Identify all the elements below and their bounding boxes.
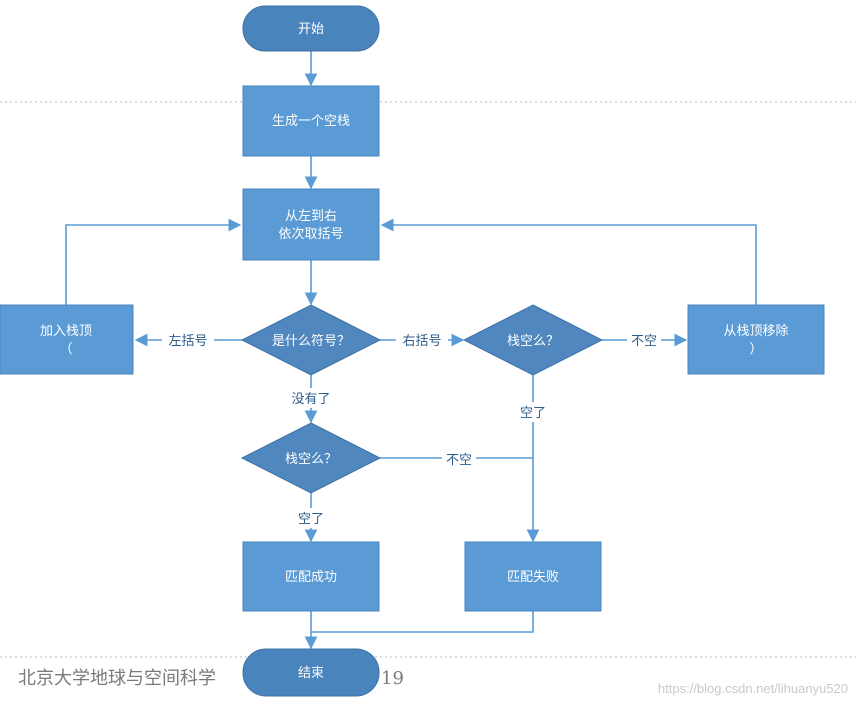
node-start-label: 开始 [298,22,324,37]
decision-stack-empty-bottom: 栈空么？ [240,422,382,494]
edge-pop-read [380,218,757,305]
label-not-empty-bottom: 不空 [446,453,472,468]
node-read-line1: 从左到右 [285,209,337,224]
node-push-line2: （ [59,342,72,357]
decision-what-symbol-label: 是什么符号？ [272,333,350,349]
label-empty-bottom: 空了 [298,512,324,527]
decision-what-symbol: 是什么符号？ [240,304,382,376]
node-push-line1: 加入栈顶 [40,324,92,339]
edge-push-read [65,218,242,305]
node-match-success-label: 匹配成功 [285,570,337,585]
node-create-stack-label: 生成一个空栈 [272,114,350,129]
node-pop: 从栈顶移除 ） [687,304,825,375]
label-left-bracket: 左括号 [168,334,207,349]
node-read-brackets: 从左到右 依次取括号 [242,188,380,261]
node-end: 结束 [242,648,380,697]
label-none-left: 没有了 [291,392,330,407]
edge-fail-end [311,611,534,633]
node-start: 开始 [242,5,380,52]
footer-page-number: 19 [381,668,404,689]
edge-labels: 左括号 右括号 不空 没有了 空了 不空 空了 [162,330,661,528]
edges [65,51,757,650]
node-read-line2: 依次取括号 [278,226,343,242]
node-match-fail-label: 匹配失败 [507,570,559,585]
label-not-empty-right: 不空 [631,334,657,349]
label-right-bracket: 右括号 [402,334,441,349]
node-push: 加入栈顶 （ [0,304,134,375]
node-end-label: 结束 [298,666,324,681]
node-pop-line2: ） [749,342,762,357]
decision-stack-empty-right: 栈空么？ [462,304,604,376]
node-match-fail: 匹配失败 [464,541,602,612]
node-pop-line1: 从栈顶移除 [723,324,788,339]
label-empty-right: 空了 [520,406,546,421]
watermark-url: https://blog.csdn.net/lihuanyu520 [658,681,848,696]
node-match-success: 匹配成功 [242,541,380,612]
footer-institution: 北京大学地球与空间科学 [18,668,216,689]
node-create-stack: 生成一个空栈 [242,85,380,157]
decision-stack-empty-right-label: 栈空么？ [507,334,559,349]
decision-stack-empty-bottom-label: 栈空么？ [285,452,337,467]
